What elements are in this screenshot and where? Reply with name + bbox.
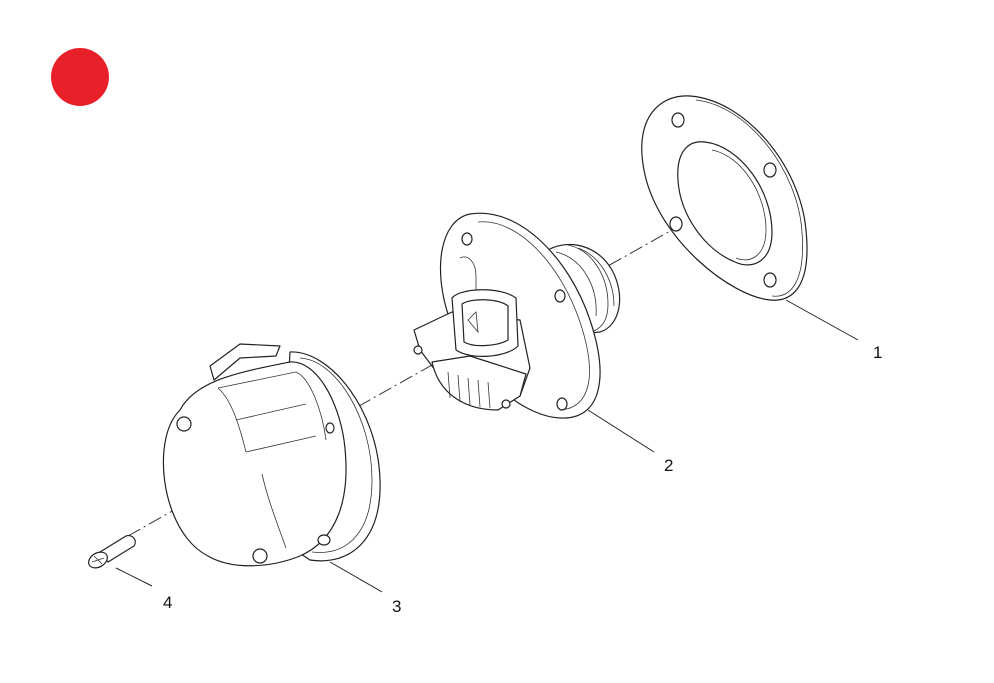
countersunk-screw-icon [88, 535, 136, 569]
callout-2: 2 [664, 456, 673, 475]
red-dot-marker-icon [51, 48, 109, 106]
leader-line-1 [785, 299, 859, 341]
protective-cap-icon [162, 343, 381, 567]
sensor-connector-icon [413, 212, 621, 419]
leader-line-3 [329, 561, 383, 593]
callout-1: 1 [873, 343, 882, 362]
leader-line-2 [587, 409, 655, 453]
callout-4: 4 [163, 593, 172, 612]
callout-3: 3 [392, 597, 401, 616]
flange-gasket-icon [641, 95, 808, 301]
leader-line-4 [115, 567, 153, 587]
